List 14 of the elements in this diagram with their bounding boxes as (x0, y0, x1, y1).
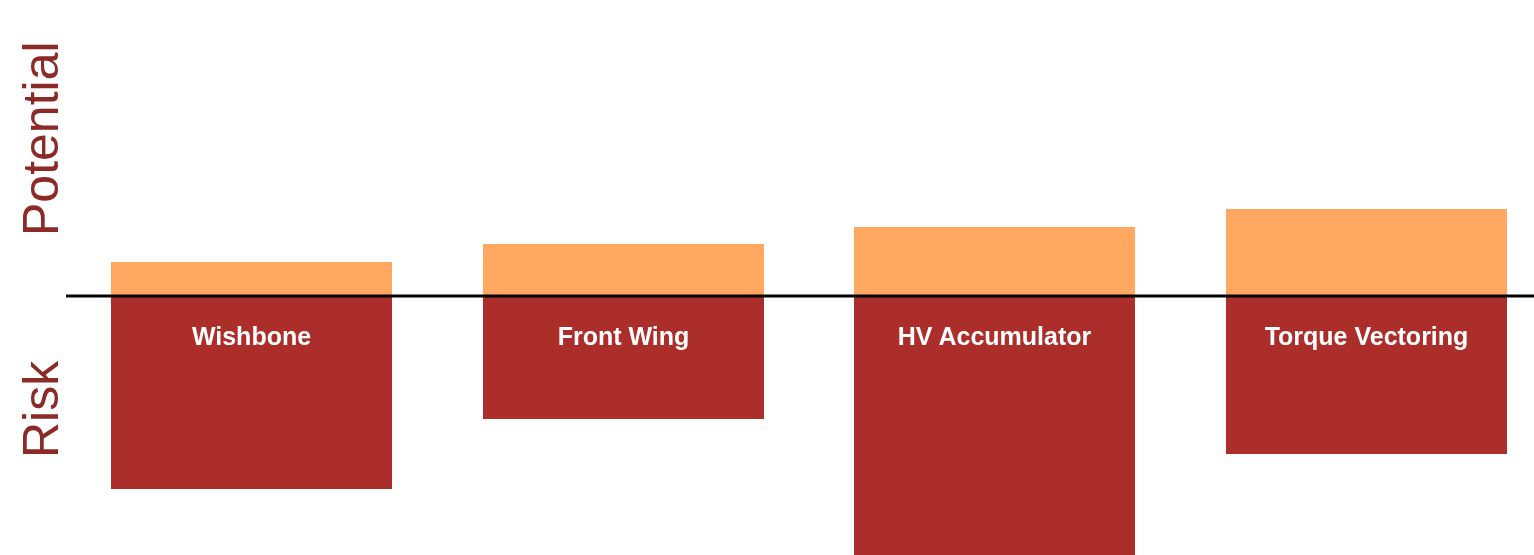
risk-bar (111, 296, 392, 489)
axis-label: Risk (12, 360, 70, 458)
risk-bar (483, 296, 764, 419)
bar-label: HV Accumulator (896, 322, 1093, 351)
potential-bar (854, 227, 1135, 296)
bar-label: Torque Vectoring (1263, 322, 1470, 351)
bar-label: Front Wing (556, 322, 691, 351)
potential-bar (1226, 209, 1507, 296)
risk-bar (854, 296, 1135, 555)
bar-label: Wishbone (190, 322, 313, 351)
potential-bar (111, 262, 392, 296)
potential-bar (483, 244, 764, 296)
risk-bar (1226, 296, 1507, 454)
axis-label: Potential (12, 41, 70, 236)
